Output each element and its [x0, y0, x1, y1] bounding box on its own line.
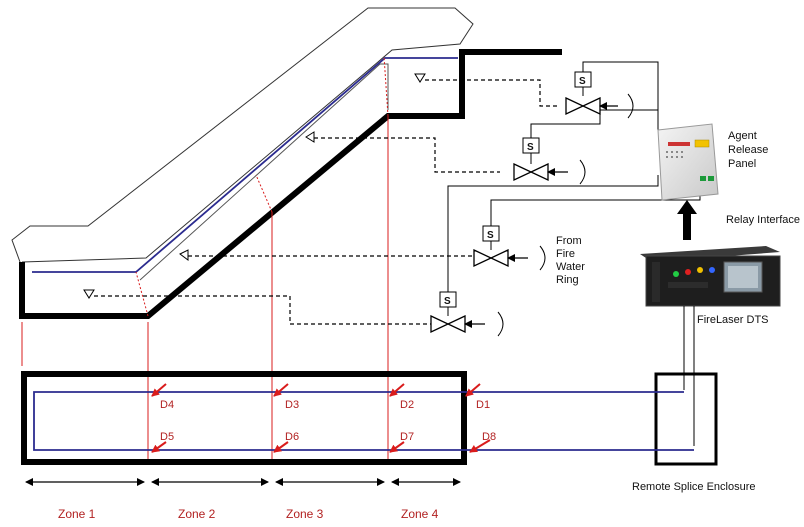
valve-icon [565, 96, 601, 116]
solenoid-label: S [527, 142, 534, 153]
escalator-handrail-outline [11, 7, 474, 263]
svg-text:Release: Release [728, 144, 768, 156]
detector-label-d6: D6 [285, 431, 299, 443]
plan-fiber-loop [33, 391, 694, 451]
zone-label-3: Zone 3 [286, 507, 324, 521]
nozzle-icon [414, 73, 426, 83]
detector-arrow-d3 [273, 383, 289, 397]
status-led-blue [709, 267, 715, 273]
detector-label-d4: D4 [160, 399, 174, 411]
solenoid-valve-1: S [565, 61, 659, 130]
zone-label-4: Zone 4 [401, 507, 439, 521]
escalator-plan-outline [21, 371, 467, 465]
detector-arrow-d4 [151, 383, 167, 397]
detector-arrow-d7 [389, 441, 405, 453]
svg-text:Ring: Ring [556, 274, 579, 286]
zone-separator-escalator-2 [255, 174, 273, 213]
detector-arrow-d8 [469, 439, 491, 453]
solenoid-label: S [444, 296, 451, 307]
fire-water-ring-label: From Fire Water Ring [556, 235, 585, 286]
svg-text:Water: Water [556, 261, 585, 273]
pipe-end-icon [497, 311, 504, 337]
svg-text:From: From [556, 235, 582, 247]
zone-labels: Zone 1 Zone 2 Zone 3 Zone 4 [58, 507, 439, 521]
pipe-end-icon [627, 93, 634, 119]
zone-separator-escalator-3 [383, 55, 389, 117]
valve-icon [473, 248, 509, 268]
detector-label-d7: D7 [400, 431, 414, 443]
escalator-deck-line [19, 49, 562, 319]
detector-label-d8: D8 [482, 431, 496, 443]
agent-release-panel-label: Agent Release Panel [728, 130, 768, 170]
nozzle-pipe-4 [83, 289, 432, 325]
zone-label-1: Zone 1 [58, 507, 96, 521]
firelaser-dts-unit [640, 246, 781, 307]
relay-interface-label: Relay Interface [726, 214, 800, 226]
detector-label-d3: D3 [285, 399, 299, 411]
detector-arrow-d6 [273, 441, 289, 453]
solenoid-valve-4: S [430, 175, 659, 337]
relay-interface-arrow [677, 200, 697, 240]
remote-splice-enclosure [654, 372, 718, 466]
status-led-green [673, 271, 679, 277]
pipe-end-icon [539, 245, 546, 271]
valve-icon [430, 314, 466, 334]
solenoid-valve-2: S [513, 109, 658, 185]
nozzle-pipe-3 [179, 249, 475, 261]
remote-splice-enclosure-label: Remote Splice Enclosure [632, 481, 756, 493]
nozzle-icon [179, 249, 189, 261]
svg-text:Panel: Panel [728, 158, 756, 170]
detector-arrow-d2 [389, 383, 405, 397]
escalator-fiber-line [32, 57, 458, 273]
status-led-red [685, 269, 691, 275]
detector-label-d1: D1 [476, 399, 490, 411]
firelaser-dts-label: FireLaser DTS [697, 314, 769, 326]
detector-label-d2: D2 [400, 399, 414, 411]
valve-icon [513, 162, 549, 182]
agent-release-panel [657, 123, 719, 201]
detector-label-d5: D5 [160, 431, 174, 443]
svg-text:Agent: Agent [728, 130, 757, 142]
nozzle-pipe-1 [414, 73, 560, 107]
status-led-yellow [697, 267, 703, 273]
nozzle-pipe-2 [305, 131, 500, 173]
solenoid-label: S [487, 230, 494, 241]
detector-markers: D1 D2 D3 D4 D5 D6 D7 D8 [151, 383, 496, 453]
detector-arrow-d1 [465, 383, 481, 397]
nozzle-icon [83, 289, 95, 299]
nozzle-icon [305, 131, 315, 143]
detector-arrow-d5 [151, 441, 167, 453]
pipe-end-icon [579, 159, 586, 185]
escalator-fiber-inner [139, 63, 389, 281]
svg-text:Fire: Fire [556, 248, 575, 260]
solenoid-label: S [579, 76, 586, 87]
zone-label-2: Zone 2 [178, 507, 216, 521]
